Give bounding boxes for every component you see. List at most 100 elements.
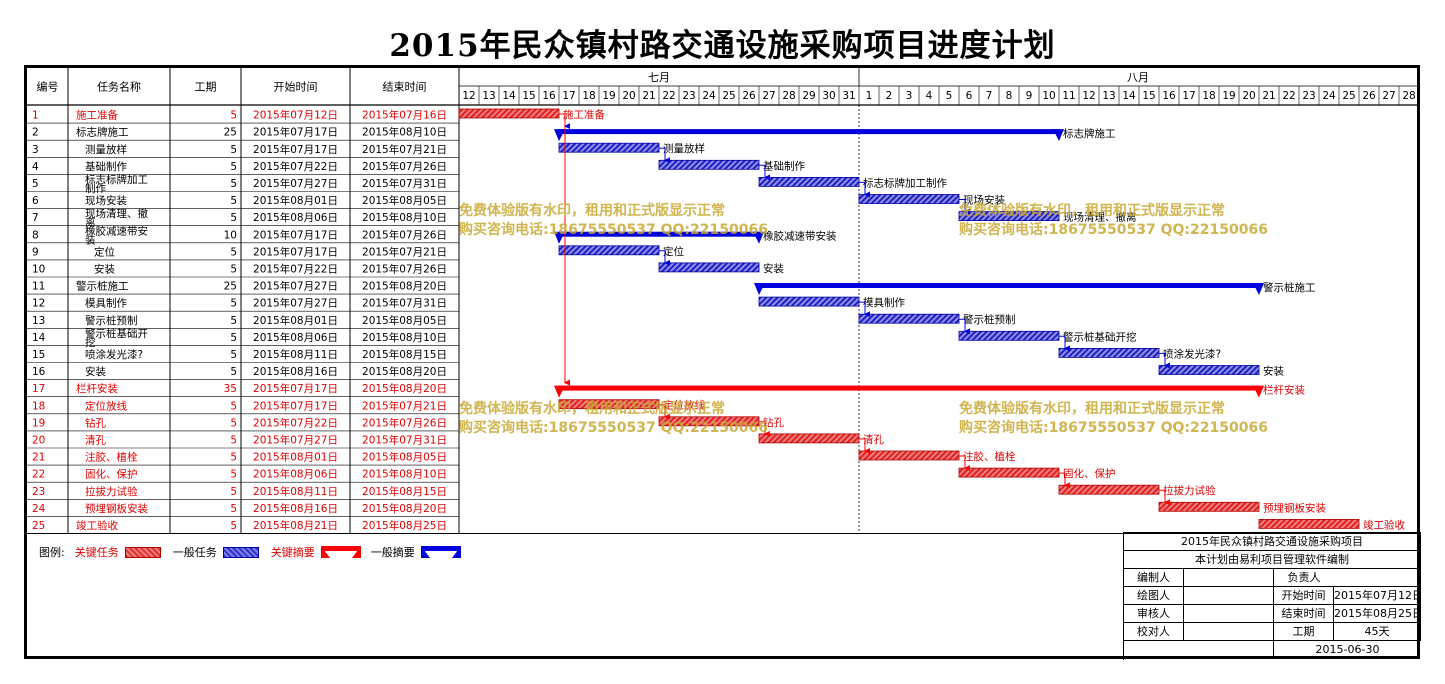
task-bar-label: 基础制作 xyxy=(763,159,805,172)
task-bar xyxy=(858,194,960,204)
task-bar xyxy=(758,433,860,444)
task-name-cell: 现场清理、撤 xyxy=(85,207,148,220)
dependency-arrow xyxy=(659,147,670,164)
info-reviewer-value xyxy=(1184,605,1274,622)
task-duration-cell: 5 xyxy=(230,469,237,481)
task-bar xyxy=(558,142,660,153)
task-start-cell: 2015年07月27日 xyxy=(253,177,338,190)
day-tick-label: 26 xyxy=(742,90,756,102)
day-tick-label: 28 xyxy=(782,90,795,102)
dependency-arrow xyxy=(759,164,770,181)
task-id-cell: 17 xyxy=(32,383,45,395)
task-end-cell: 2015年07月26日 xyxy=(362,416,447,429)
task-bar-label: 注胶、植栓 xyxy=(963,450,1016,463)
summary-bar xyxy=(559,129,1059,135)
task-duration-cell: 5 xyxy=(230,110,237,122)
task-id-cell: 16 xyxy=(32,366,46,378)
task-bar-label: 固化、保护 xyxy=(1063,467,1116,480)
task-id-cell: 11 xyxy=(32,281,45,293)
task-name-cell: 预埋钢板安装 xyxy=(85,502,148,515)
day-tick-label: 10 xyxy=(1042,90,1055,102)
task-name-cell: 警示桩预制 xyxy=(85,314,138,327)
day-tick-label: 23 xyxy=(682,90,695,102)
day-tick-label: 26 xyxy=(1362,90,1376,102)
day-tick-label: 30 xyxy=(822,90,835,102)
task-start-cell: 2015年07月22日 xyxy=(253,262,338,275)
task-start-cell: 2015年07月17日 xyxy=(253,245,338,258)
day-tick-label: 16 xyxy=(1162,90,1176,102)
header-id: 编号 xyxy=(37,80,59,94)
day-tick-label: 7 xyxy=(986,90,993,102)
day-tick-label: 17 xyxy=(1182,90,1195,102)
watermark-line1: 免费体验版有水印，租用和正式版显示正常 xyxy=(959,400,1225,417)
task-end-cell: 2015年07月31日 xyxy=(362,177,447,190)
day-tick-label: 24 xyxy=(702,90,716,102)
task-start-cell: 2015年07月17日 xyxy=(253,399,338,412)
task-start-cell: 2015年07月17日 xyxy=(253,143,338,156)
info-editor-label: 编制人 xyxy=(1124,569,1184,586)
task-duration-cell: 5 xyxy=(230,161,237,173)
dependency-arrow xyxy=(859,181,870,198)
task-bar xyxy=(1158,365,1260,375)
task-start-cell: 2015年08月21日 xyxy=(253,519,338,532)
summary-start-marker xyxy=(554,385,565,398)
task-bar-label: 警示桩预制 xyxy=(963,313,1016,326)
info-drawer-label: 绘图人 xyxy=(1124,587,1184,604)
task-end-cell: 2015年08月20日 xyxy=(362,280,447,293)
legend-title: 图例: xyxy=(39,546,65,559)
info-checker-value xyxy=(1184,623,1274,640)
task-end-cell: 2015年08月15日 xyxy=(362,348,447,361)
task-bar xyxy=(758,177,860,187)
task-start-cell: 2015年07月27日 xyxy=(253,433,338,446)
info-start-value: 2015年07月12日 xyxy=(1334,587,1421,604)
task-end-cell: 2015年08月10日 xyxy=(362,126,447,139)
task-id-cell: 6 xyxy=(32,195,39,207)
task-name-cell: 标志标牌加工 xyxy=(85,173,148,186)
info-start-label: 开始时间 xyxy=(1274,587,1334,604)
day-tick-label: 19 xyxy=(602,90,615,102)
info-duration-label: 工期 xyxy=(1274,623,1334,640)
task-duration-cell: 5 xyxy=(230,212,237,224)
info-row-1: 编制人 负责人 xyxy=(1124,569,1421,587)
info-row-4: 校对人 工期 45天 xyxy=(1124,623,1421,641)
info-duration-value: 45天 xyxy=(1334,623,1421,640)
task-name-cell: 固化、保护 xyxy=(85,468,138,481)
day-tick-label: 24 xyxy=(1322,90,1336,102)
legend: 图例: 关键任务 一般任务 关键摘要 一般摘要 xyxy=(39,543,471,561)
task-name-cell: 拉拔力试验 xyxy=(85,485,138,498)
legend-critical-summary-swatch xyxy=(320,546,361,558)
legend-normal-task-swatch xyxy=(222,546,259,558)
summary-bar-label: 橡胶减速带安装 xyxy=(763,230,837,243)
task-bar-label: 定位放线 xyxy=(663,399,705,412)
day-tick-label: 19 xyxy=(1222,90,1235,102)
info-owner-value xyxy=(1334,569,1421,586)
task-start-cell: 2015年08月11日 xyxy=(253,348,338,361)
task-bar xyxy=(658,159,760,170)
task-name-cell-cont: 离 xyxy=(85,216,96,229)
info-row-date: 2015-06-30 xyxy=(1124,641,1421,659)
task-start-cell: 2015年07月27日 xyxy=(253,297,338,310)
task-name-cell: 栏杆安装 xyxy=(76,382,118,395)
day-tick-label: 22 xyxy=(1282,90,1295,102)
task-duration-cell: 5 xyxy=(230,178,237,190)
day-tick-label: 9 xyxy=(1026,90,1033,102)
task-id-cell: 10 xyxy=(32,263,45,275)
task-duration-cell: 5 xyxy=(230,298,237,310)
day-tick-label: 27 xyxy=(1382,90,1395,102)
day-tick-label: 20 xyxy=(1242,90,1255,102)
task-name-cell: 基础制作 xyxy=(85,160,127,173)
month-label: 八月 xyxy=(1127,71,1149,84)
day-tick-label: 28 xyxy=(1402,90,1415,102)
dependency-arrow xyxy=(1159,489,1170,506)
dependency-arrow xyxy=(1159,352,1170,369)
task-id-cell: 15 xyxy=(32,349,45,361)
info-editor-value xyxy=(1184,569,1274,586)
summary-end-marker xyxy=(1253,385,1264,398)
task-id-cell: 14 xyxy=(32,332,46,344)
day-tick-label: 20 xyxy=(622,90,635,102)
task-bar xyxy=(958,467,1060,478)
task-id-cell: 22 xyxy=(32,469,45,481)
task-id-cell: 2 xyxy=(32,127,39,139)
